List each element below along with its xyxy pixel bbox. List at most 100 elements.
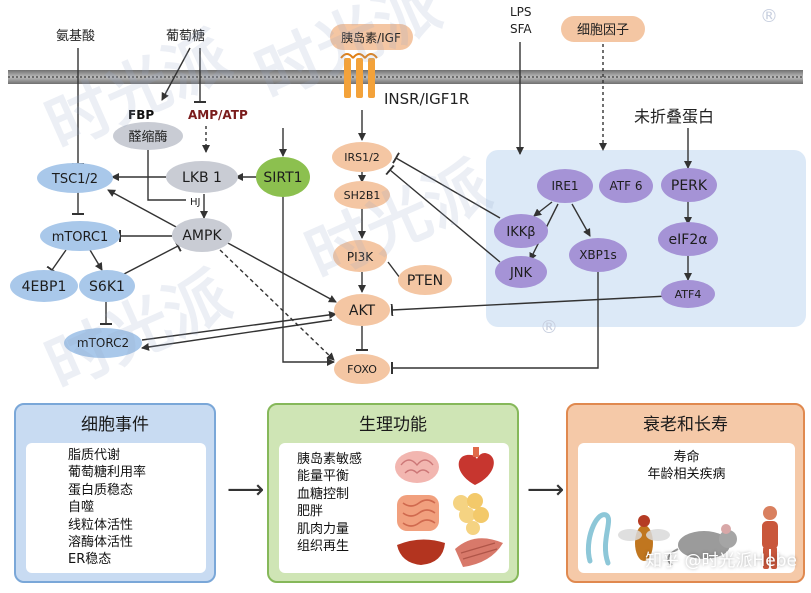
svg-text:PTEN: PTEN xyxy=(407,273,443,289)
pathway-edges xyxy=(46,42,692,374)
ampk-node: AMPK xyxy=(172,218,232,252)
heart-icon xyxy=(458,447,494,485)
pten-node: PTEN xyxy=(398,265,452,295)
svg-text:细胞因子: 细胞因子 xyxy=(577,23,629,38)
svg-text:S6K1: S6K1 xyxy=(89,279,125,295)
svg-text:醛缩酶: 醛缩酶 xyxy=(128,129,167,145)
cell-event-item: 自噬 xyxy=(68,500,95,516)
hj-label: HJ xyxy=(190,197,200,208)
svg-text:ATF 6: ATF 6 xyxy=(610,179,643,193)
unfolded-protein-label: 未折叠蛋白 xyxy=(634,107,714,126)
muscle-icon xyxy=(455,538,503,567)
physiology-title: 生理功能 xyxy=(359,414,427,435)
model-organisms-illustration xyxy=(586,506,778,569)
physiology-body: 胰岛素敏感 能量平衡 血糖控制 肥胖 肌肉力量 组织再生 xyxy=(279,443,509,573)
cell-events-title: 细胞事件 xyxy=(81,414,149,435)
physiology-item: 胰岛素敏感 xyxy=(297,452,363,467)
xbp1s-node: XBP1s xyxy=(569,238,627,272)
lkb1-node: LKB 1 xyxy=(166,161,238,193)
svg-text:AKT: AKT xyxy=(349,303,376,319)
svg-text:胰岛素/IGF: 胰岛素/IGF xyxy=(341,30,401,45)
physiology-item: 组织再生 xyxy=(297,539,350,555)
physiology-list: 胰岛素敏感 能量平衡 血糖控制 肥胖 肌肉力量 组织再生 xyxy=(297,451,362,555)
cell-event-item: ER稳态 xyxy=(68,552,112,568)
amp-atp-label: AMP/ATP xyxy=(188,108,248,122)
physiology-item: 肌肉力量 xyxy=(297,521,350,537)
receptor-label: INSR/IGF1R xyxy=(384,90,469,108)
flow-arrow-icon: ⟶ xyxy=(527,475,565,505)
svg-text:4EBP1: 4EBP1 xyxy=(22,279,67,295)
tsc-node: TSC1/2 xyxy=(37,163,113,193)
physiology-item: 肥胖 xyxy=(297,504,324,520)
registered-mark-icon: ® xyxy=(760,6,778,27)
svg-text:SIRT1: SIRT1 xyxy=(263,170,302,186)
akt-node: AKT xyxy=(334,294,390,326)
mtorc2-node: mTORC2 xyxy=(64,328,142,358)
mouse-icon xyxy=(667,524,737,566)
liver-icon xyxy=(397,539,445,565)
aging-title: 衰老和长寿 xyxy=(643,414,728,435)
registered-mark-icon: ® xyxy=(540,317,558,338)
ikkb-node: IKKβ xyxy=(494,214,548,248)
sfa-label: SFA xyxy=(510,22,532,36)
worm-icon xyxy=(586,512,612,566)
svg-text:IKKβ: IKKβ xyxy=(506,225,535,240)
svg-text:PI3K: PI3K xyxy=(347,250,374,264)
glucose-label: 葡萄糖 xyxy=(166,28,205,44)
insulin-node: 胰岛素/IGF xyxy=(330,24,413,50)
svg-text:IRS1/2: IRS1/2 xyxy=(344,151,380,164)
cell-events-list: 脂质代谢 葡萄糖利用率 蛋白质稳态 自噬 线粒体活性 溶酶体活性 ER稳态 xyxy=(26,443,206,573)
4ebp1-node: 4EBP1 xyxy=(10,270,78,302)
svg-text:XBP1s: XBP1s xyxy=(579,248,617,262)
ire1-node: IRE1 xyxy=(537,169,593,203)
foxo-node: FOXO xyxy=(334,354,390,384)
cell-event-item: 蛋白质稳态 xyxy=(68,482,134,498)
physiology-item: 血糖控制 xyxy=(297,486,350,502)
brain-icon xyxy=(395,451,439,483)
cell-event-item: 脂质代谢 xyxy=(68,448,121,463)
cell-event-item: 线粒体活性 xyxy=(68,517,134,533)
svg-text:mTORC2: mTORC2 xyxy=(77,336,129,350)
svg-text:AMPK: AMPK xyxy=(182,228,222,244)
svg-text:SH2B1: SH2B1 xyxy=(344,189,381,202)
physiology-item: 能量平衡 xyxy=(297,469,350,485)
s6k1-node: S6K1 xyxy=(79,270,135,302)
intestine-icon xyxy=(397,495,439,531)
sh2b1-node: SH2B1 xyxy=(334,181,390,209)
human-body-icon xyxy=(762,506,778,569)
aldolase-node: 醛缩酶 xyxy=(113,122,183,150)
aging-item: 年龄相关疾病 xyxy=(647,467,726,483)
svg-text:TSC1/2: TSC1/2 xyxy=(51,172,98,187)
svg-text:eIF2α: eIF2α xyxy=(669,232,708,248)
svg-text:FOXO: FOXO xyxy=(347,363,377,376)
fat-cells-icon xyxy=(453,493,489,535)
lps-label: LPS xyxy=(510,5,532,19)
mtorc1-node: mTORC1 xyxy=(40,221,120,251)
pi3k-node: PI3K xyxy=(333,240,387,272)
amino-acids-label: 氨基酸 xyxy=(56,29,95,44)
svg-text:LKB 1: LKB 1 xyxy=(182,170,222,186)
svg-text:PERK: PERK xyxy=(671,178,708,194)
atf6-node: ATF 6 xyxy=(599,169,653,203)
physiology-panel: 生理功能 胰岛素敏感 能量平衡 血糖控制 肥胖 肌肉力量 组织再生 xyxy=(267,403,519,583)
eif2a-node: eIF2α xyxy=(658,222,718,256)
svg-text:JNK: JNK xyxy=(509,266,533,281)
svg-text:IRE1: IRE1 xyxy=(551,179,578,193)
perk-node: PERK xyxy=(661,168,717,202)
fbp-label: FBP xyxy=(128,108,154,122)
svg-text:ATF4: ATF4 xyxy=(675,288,702,301)
jnk-node: JNK xyxy=(495,256,547,288)
sirt1-node: SIRT1 xyxy=(256,157,310,197)
atf4-node: ATF4 xyxy=(661,280,715,308)
organs-illustration xyxy=(395,447,503,567)
irs-node: IRS1/2 xyxy=(332,142,392,172)
cell-event-item: 溶酶体活性 xyxy=(68,535,134,551)
fruit-fly-icon xyxy=(618,515,670,561)
aging-body: 寿命 年龄相关疾病 xyxy=(578,443,795,573)
aging-item: 寿命 xyxy=(673,450,700,465)
aging-list: 寿命 年龄相关疾病 xyxy=(578,449,795,484)
aging-panel: 衰老和长寿 寿命 年龄相关疾病 xyxy=(566,403,805,583)
insr-igf1r-receptor-icon xyxy=(340,53,378,98)
cell-event-item: 葡萄糖利用率 xyxy=(68,465,147,481)
